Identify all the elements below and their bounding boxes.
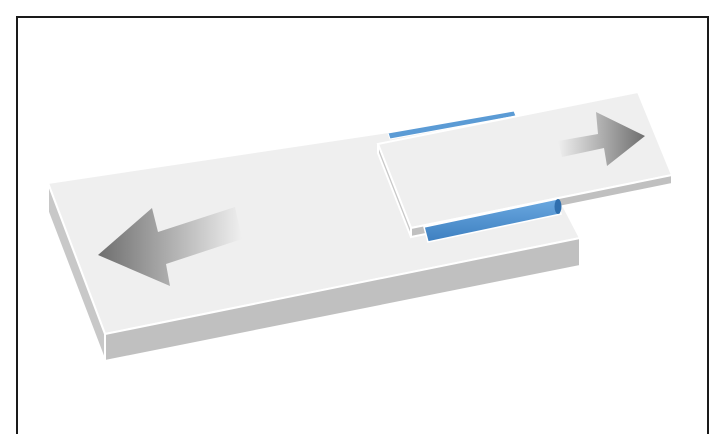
frame-border (16, 16, 709, 434)
arrow-right-icon (558, 112, 645, 166)
arrow-left-icon (98, 207, 242, 286)
rail-front (423, 198, 562, 243)
rail (423, 198, 562, 243)
rail-front-cap (554, 199, 562, 214)
base-plate-front (104, 236, 581, 363)
